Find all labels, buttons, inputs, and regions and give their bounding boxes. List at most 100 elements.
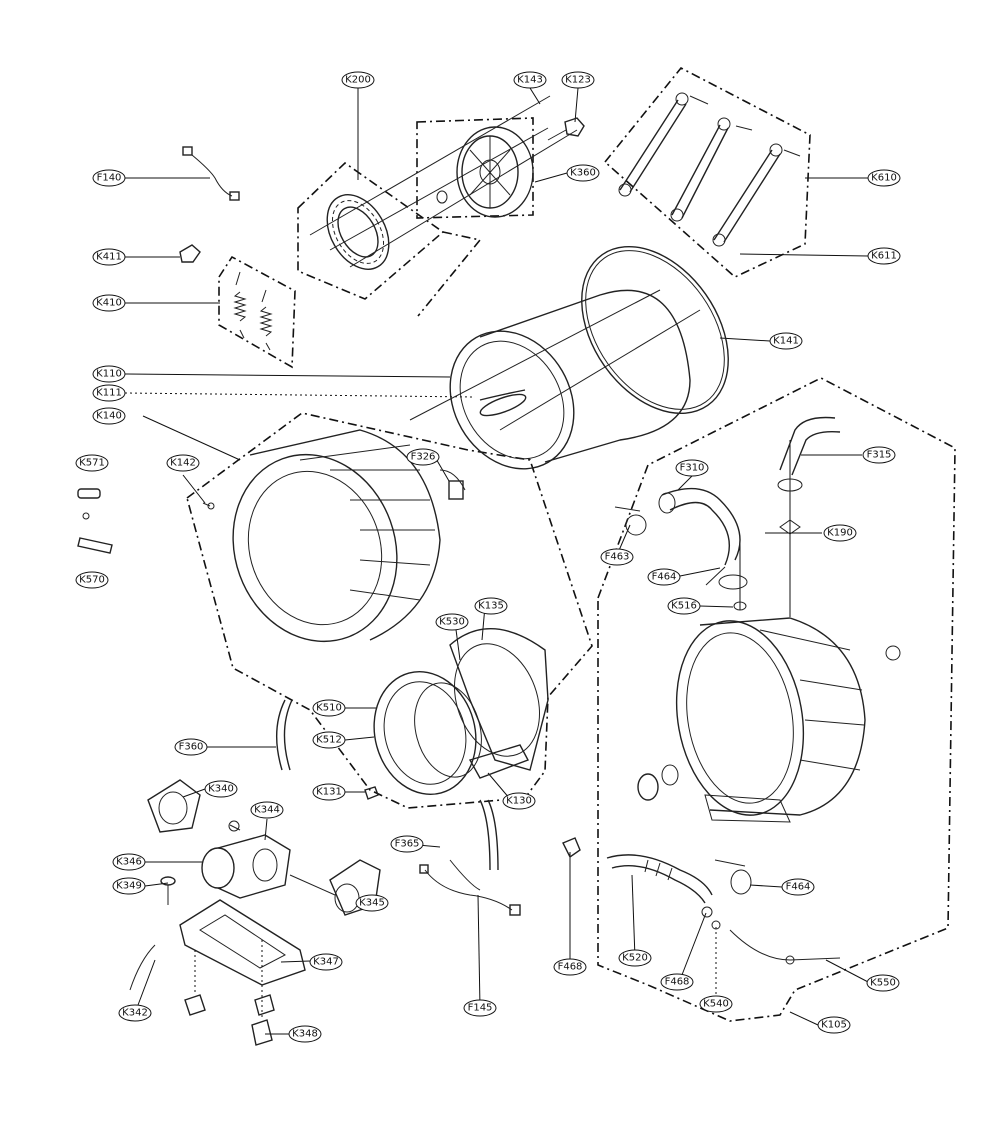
svg-text:K105: K105 — [821, 1020, 847, 1031]
svg-text:K142: K142 — [170, 458, 196, 469]
callout-f464-lower: F464 — [781, 878, 815, 896]
group-outlines — [186, 66, 956, 1022]
callout-f463: F463 — [600, 548, 634, 566]
drum-part — [449, 289, 691, 470]
drain-hose-parts — [606, 854, 841, 965]
callout-f468-lower: F468 — [660, 973, 694, 991]
hinge-part — [439, 469, 466, 500]
svg-text:K540: K540 — [703, 999, 729, 1010]
svg-text:K200: K200 — [345, 75, 371, 86]
svg-text:K340: K340 — [208, 784, 234, 795]
callout-k190: K190 — [823, 524, 857, 542]
svg-text:K190: K190 — [827, 528, 853, 539]
small-fitting-parts — [614, 506, 801, 611]
harness-part — [419, 859, 521, 916]
rotor-part — [326, 194, 390, 270]
callout-k516: K516 — [667, 597, 701, 615]
callout-f315: F315 — [862, 446, 896, 464]
callout-k550: K550 — [866, 974, 900, 992]
callout-f140: F140 — [92, 169, 126, 187]
fastener-parts — [129, 876, 275, 1046]
callout-k347: K347 — [309, 953, 343, 971]
svg-text:K349: K349 — [116, 881, 142, 892]
svg-text:K516: K516 — [671, 601, 697, 612]
svg-text:K111: K111 — [96, 388, 122, 399]
callout-k360: K360 — [566, 164, 600, 182]
screw-parts — [77, 488, 215, 554]
svg-text:K141: K141 — [773, 336, 799, 347]
svg-text:K610: K610 — [871, 173, 897, 184]
callout-k200: K200 — [341, 71, 375, 89]
bolt-small-part — [364, 786, 379, 800]
svg-text:K342: K342 — [122, 1008, 148, 1019]
callout-k105: K105 — [817, 1016, 851, 1034]
svg-text:F326: F326 — [411, 452, 436, 463]
bolt-part — [547, 117, 585, 141]
cable-part — [182, 146, 240, 201]
callout-k610: K610 — [867, 169, 901, 187]
svg-text:F145: F145 — [468, 1003, 493, 1014]
svg-text:K570: K570 — [79, 575, 105, 586]
svg-text:K110: K110 — [96, 369, 122, 380]
stator-part — [436, 126, 534, 218]
bracket-part — [449, 627, 549, 771]
callout-k571: K571 — [75, 454, 109, 472]
gasket-ring-part — [581, 245, 729, 415]
callout-f365: F365 — [390, 835, 424, 853]
svg-text:K140: K140 — [96, 411, 122, 422]
svg-text:F310: F310 — [680, 463, 705, 474]
callout-f468-upper: F468 — [553, 958, 587, 976]
callout-k131: K131 — [312, 783, 346, 801]
svg-text:F140: F140 — [97, 173, 122, 184]
callout-k342: K342 — [118, 1004, 152, 1022]
svg-text:K346: K346 — [116, 857, 142, 868]
front-tub-part — [232, 429, 441, 643]
callout-k345: K345 — [355, 894, 389, 912]
svg-text:K131: K131 — [316, 787, 342, 798]
callout-k346: K346 — [112, 853, 146, 871]
clip-upper-part — [562, 837, 581, 859]
callout-k348: K348 — [288, 1025, 322, 1043]
svg-text:F464: F464 — [652, 572, 677, 583]
svg-text:F365: F365 — [395, 839, 420, 850]
callout-f326: F326 — [406, 448, 440, 466]
callout-k510: K510 — [312, 699, 346, 717]
callout-k110: K110 — [92, 365, 126, 383]
svg-text:F315: F315 — [867, 450, 892, 461]
callout-f464-upper: F464 — [647, 568, 681, 586]
svg-text:K530: K530 — [439, 617, 465, 628]
tube-parts — [275, 699, 499, 871]
callout-k111: K111 — [92, 384, 126, 402]
plate-part — [468, 744, 529, 779]
svg-text:K411: K411 — [96, 252, 122, 263]
callout-k340: K340 — [204, 780, 238, 798]
callout-k344: K344 — [250, 801, 284, 819]
svg-text:K344: K344 — [254, 805, 280, 816]
rear-tub-part — [637, 617, 901, 823]
svg-text:K123: K123 — [565, 75, 591, 86]
svg-text:K143: K143 — [517, 75, 543, 86]
svg-text:F464: F464 — [786, 882, 811, 893]
svg-text:F468: F468 — [558, 962, 583, 973]
callout-k530: K530 — [435, 613, 469, 631]
parts — [77, 92, 901, 1046]
svg-text:F463: F463 — [605, 552, 630, 563]
leader-lines — [124, 87, 871, 1035]
callout-k130: K130 — [502, 792, 536, 810]
svg-text:K130: K130 — [506, 796, 532, 807]
svg-text:F360: F360 — [179, 742, 204, 753]
callout-k611: K611 — [867, 247, 901, 265]
callout-k135: K135 — [474, 597, 508, 615]
svg-text:K520: K520 — [622, 953, 648, 964]
callout-k512: K512 — [312, 731, 346, 749]
svg-text:F468: F468 — [665, 977, 690, 988]
callout-k540: K540 — [699, 995, 733, 1013]
callout-f360: F360 — [174, 738, 208, 756]
bearing-housing-part — [373, 671, 482, 795]
svg-text:K360: K360 — [570, 168, 596, 179]
svg-text:K135: K135 — [478, 601, 504, 612]
callout-k349: K349 — [112, 877, 146, 895]
callout-k520: K520 — [618, 949, 652, 967]
callouts: K200 K143 K123 F140 K360 K610 K411 K611 … — [75, 71, 901, 1043]
svg-text:K347: K347 — [313, 957, 339, 968]
